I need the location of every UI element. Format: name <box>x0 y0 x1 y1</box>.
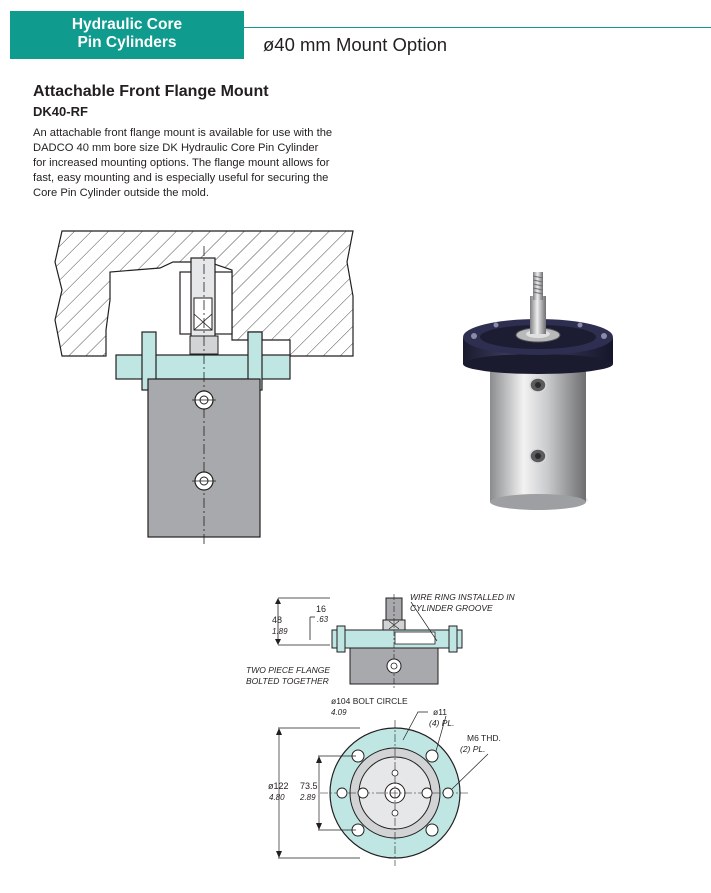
dim-height: 48 <box>272 615 282 625</box>
hole-dia-label: ø11 <box>433 707 447 717</box>
dim-offset: 16 <box>316 604 326 614</box>
section-description: An attachable front flange mount is avai… <box>33 127 333 200</box>
dim-offset-inch: .63 <box>317 615 329 624</box>
product-photo <box>463 272 613 510</box>
dim-flange-dia-inch: 4.80 <box>269 793 285 802</box>
core-pin-insert <box>193 297 213 331</box>
section-title: Attachable Front Flange Mount <box>33 83 269 100</box>
thread-count-label: (2) PL. <box>460 744 486 754</box>
model-code: DK40-RF <box>33 104 88 119</box>
section-tab-line1: Hydraulic Core <box>71 16 183 33</box>
thread-label: M6 THD. <box>467 733 501 743</box>
flange-note-2: BOLTED TOGETHER <box>246 676 329 686</box>
dim-height-inch: 1.89 <box>272 627 288 636</box>
front-view-drawing: ø122 4.80 73.5 2.89 ø104 BOLT CIRCLE 4.0… <box>268 696 501 866</box>
section-tab: Hydraulic Core Pin Cylinders <box>10 11 244 59</box>
hole-count-label: (4) PL. <box>429 718 455 728</box>
bolt-circle-inch: 4.09 <box>331 708 347 717</box>
dim-pitch: 73.5 <box>300 781 318 791</box>
wire-ring-note-2: CYLINDER GROOVE <box>410 603 493 613</box>
dim-pitch-inch: 2.89 <box>299 793 316 802</box>
wire-ring-note-1: WIRE RING INSTALLED IN <box>410 592 516 602</box>
mold-section-drawing <box>54 230 354 545</box>
side-view-drawing: 48 1.89 16 .63 WIRE RING INSTALLED IN CY… <box>246 592 516 688</box>
dim-flange-dia: ø122 <box>268 781 289 791</box>
page-title: ø40 mm Mount Option <box>263 34 448 55</box>
section-tab-line2: Pin Cylinders <box>77 34 177 51</box>
flange-note-1: TWO PIECE FLANGE <box>246 665 330 675</box>
bolt-circle-label: ø104 BOLT CIRCLE <box>331 696 408 706</box>
header-rule <box>244 27 711 28</box>
